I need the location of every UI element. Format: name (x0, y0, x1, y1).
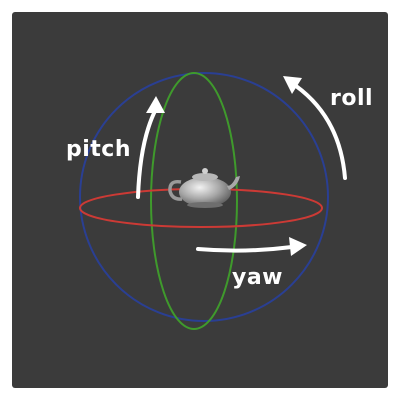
roll-ring[interactable] (79, 72, 329, 322)
pitch-label: pitch (66, 137, 132, 162)
pitch-ring[interactable] (150, 72, 238, 330)
yaw-label: yaw (232, 265, 284, 290)
pitch-arrow-icon (136, 96, 165, 199)
roll-arrow-icon (283, 76, 347, 180)
yaw-arrow-icon (196, 237, 307, 256)
roll-label: roll (330, 86, 374, 111)
teapot-icon (168, 168, 240, 208)
